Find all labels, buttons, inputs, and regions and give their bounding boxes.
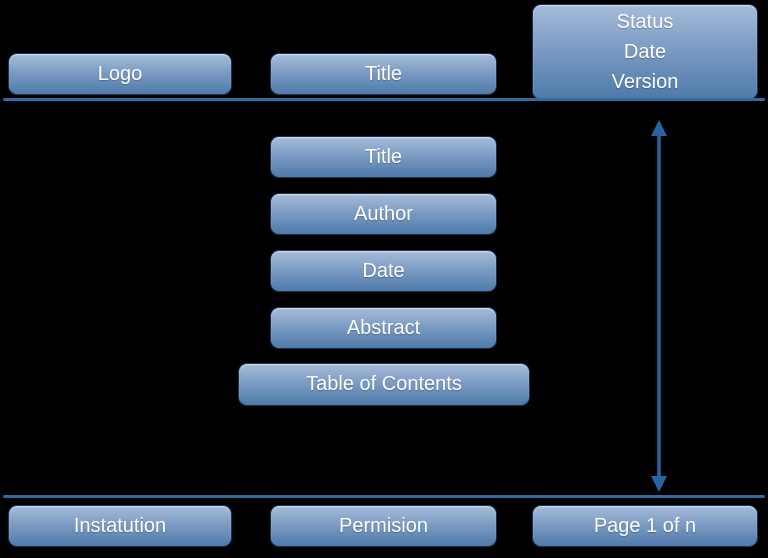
author-label: Author <box>354 202 413 225</box>
page-number-box: Page 1 of n <box>532 505 758 547</box>
header-divider-line <box>3 98 765 101</box>
logo-box: Logo <box>8 53 232 95</box>
institution-label: Instatution <box>73 514 167 537</box>
vertical-double-arrow-icon <box>651 120 667 492</box>
version-label: Version <box>611 71 679 93</box>
permission-label: Permision <box>339 514 428 537</box>
status-label: Status <box>616 11 674 33</box>
logo-label: Logo <box>97 62 143 85</box>
header-title-label: Title <box>364 62 403 85</box>
abstract-box: Abstract <box>270 307 497 349</box>
header-title-box: Title <box>270 53 497 95</box>
table-of-contents-label: Table of Contents <box>306 373 462 395</box>
permission-box: Permision <box>270 505 497 547</box>
date-box: Date <box>270 250 497 292</box>
title-box: Title <box>270 136 497 178</box>
title-label: Title <box>364 145 403 168</box>
status-date-version-box: Status Date Version <box>532 4 758 100</box>
footer-divider-line <box>3 495 765 498</box>
page-number-label: Page 1 of n <box>593 514 697 537</box>
date-label: Date <box>623 41 667 63</box>
date-box-label: Date <box>362 259 405 282</box>
author-box: Author <box>270 193 497 235</box>
table-of-contents-box: Table of Contents <box>238 363 530 406</box>
abstract-label: Abstract <box>346 316 421 339</box>
institution-box: Instatution <box>8 505 232 547</box>
